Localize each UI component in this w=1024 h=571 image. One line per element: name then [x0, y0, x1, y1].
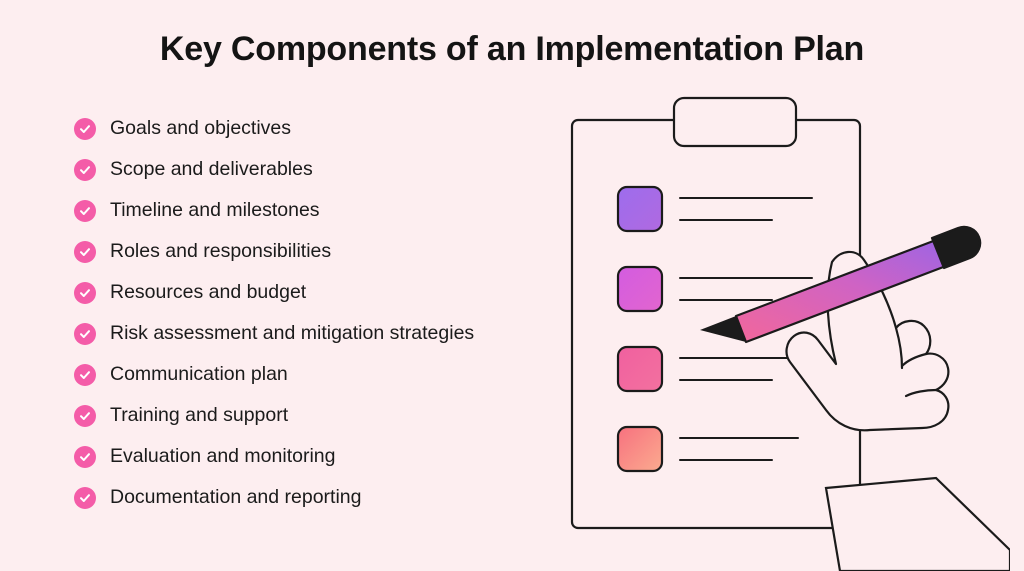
list-item: Training and support: [74, 395, 574, 436]
list-item: Roles and responsibilities: [74, 231, 574, 272]
clipboard-checkbox-2: [616, 265, 664, 313]
list-item: Timeline and milestones: [74, 190, 574, 231]
hand-writing-on-clipboard-illustration: [540, 80, 1010, 571]
list-item-label: Roles and responsibilities: [110, 239, 332, 262]
clipboard-clip: [672, 96, 798, 148]
clipboard-checkbox-1: [616, 185, 664, 233]
list-item: Scope and deliverables: [74, 149, 574, 190]
check-circle-icon: [74, 322, 96, 345]
check-circle-icon: [74, 158, 96, 181]
list-item: Risk assessment and mitigation strategie…: [74, 313, 574, 354]
check-circle-icon: [74, 486, 96, 509]
checklist: Goals and objectives Scope and deliverab…: [74, 108, 574, 518]
list-item-label: Training and support: [110, 403, 289, 426]
list-item-label: Documentation and reporting: [110, 485, 362, 508]
pencil: [700, 225, 982, 344]
check-circle-icon: [74, 363, 96, 386]
list-item-label: Communication plan: [110, 362, 288, 385]
page-title: Key Components of an Implementation Plan: [159, 30, 865, 68]
sleeve: [824, 476, 1010, 571]
check-circle-icon: [74, 117, 96, 140]
hand: [785, 250, 950, 432]
check-circle-icon: [74, 404, 96, 427]
list-item: Evaluation and monitoring: [74, 436, 574, 477]
clipboard-checkbox-4: [616, 425, 664, 473]
list-item-label: Resources and budget: [110, 280, 307, 303]
list-item: Communication plan: [74, 354, 574, 395]
check-circle-icon: [74, 281, 96, 304]
list-item: Documentation and reporting: [74, 477, 574, 518]
check-circle-icon: [74, 240, 96, 263]
list-item-label: Goals and objectives: [110, 116, 292, 139]
list-item-label: Risk assessment and mitigation strategie…: [110, 321, 475, 344]
clipboard-checkbox-3: [616, 345, 664, 393]
list-item-label: Scope and deliverables: [110, 157, 313, 180]
check-circle-icon: [74, 445, 96, 468]
list-item-label: Timeline and milestones: [110, 198, 320, 221]
check-circle-icon: [74, 199, 96, 222]
list-item-label: Evaluation and monitoring: [110, 444, 336, 467]
list-item: Resources and budget: [74, 272, 574, 313]
list-item: Goals and objectives: [74, 108, 574, 149]
